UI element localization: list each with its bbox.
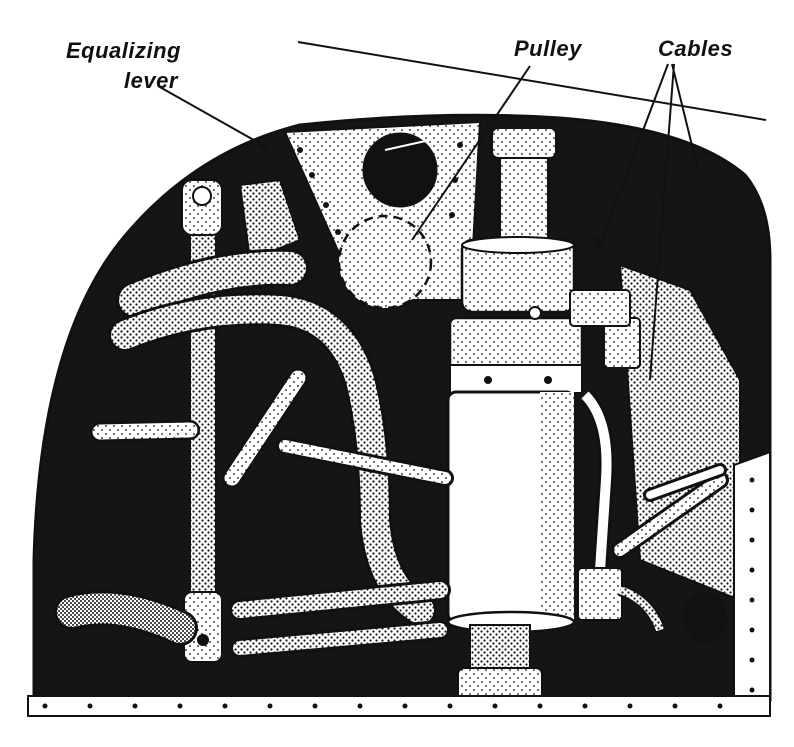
frame-rivets-bottom [42,703,723,709]
leader-equalizing-lever [157,85,269,149]
lightening-hole [362,132,438,208]
leader-cables-1 [597,63,669,251]
skin-outline-line [297,41,767,121]
lower-rod [469,624,531,670]
leader-cables-3 [649,63,675,381]
riveted-frame-bottom [27,695,771,717]
pulley [337,214,433,310]
label-cables: Cables [658,36,734,61]
equalizing-lever [238,178,302,262]
hex-nut [577,567,623,621]
label-equalizing-lever-line1: Equalizing [66,38,181,63]
access-hole-right [683,592,727,644]
leader-pulley [411,65,531,241]
label-pulley: Pulley [514,36,582,61]
label-equalizing-lever-line2: lever [124,68,178,93]
riveted-frame-right [733,450,771,706]
leader-cables-2 [671,63,699,171]
frame-rivets-right [749,477,755,693]
